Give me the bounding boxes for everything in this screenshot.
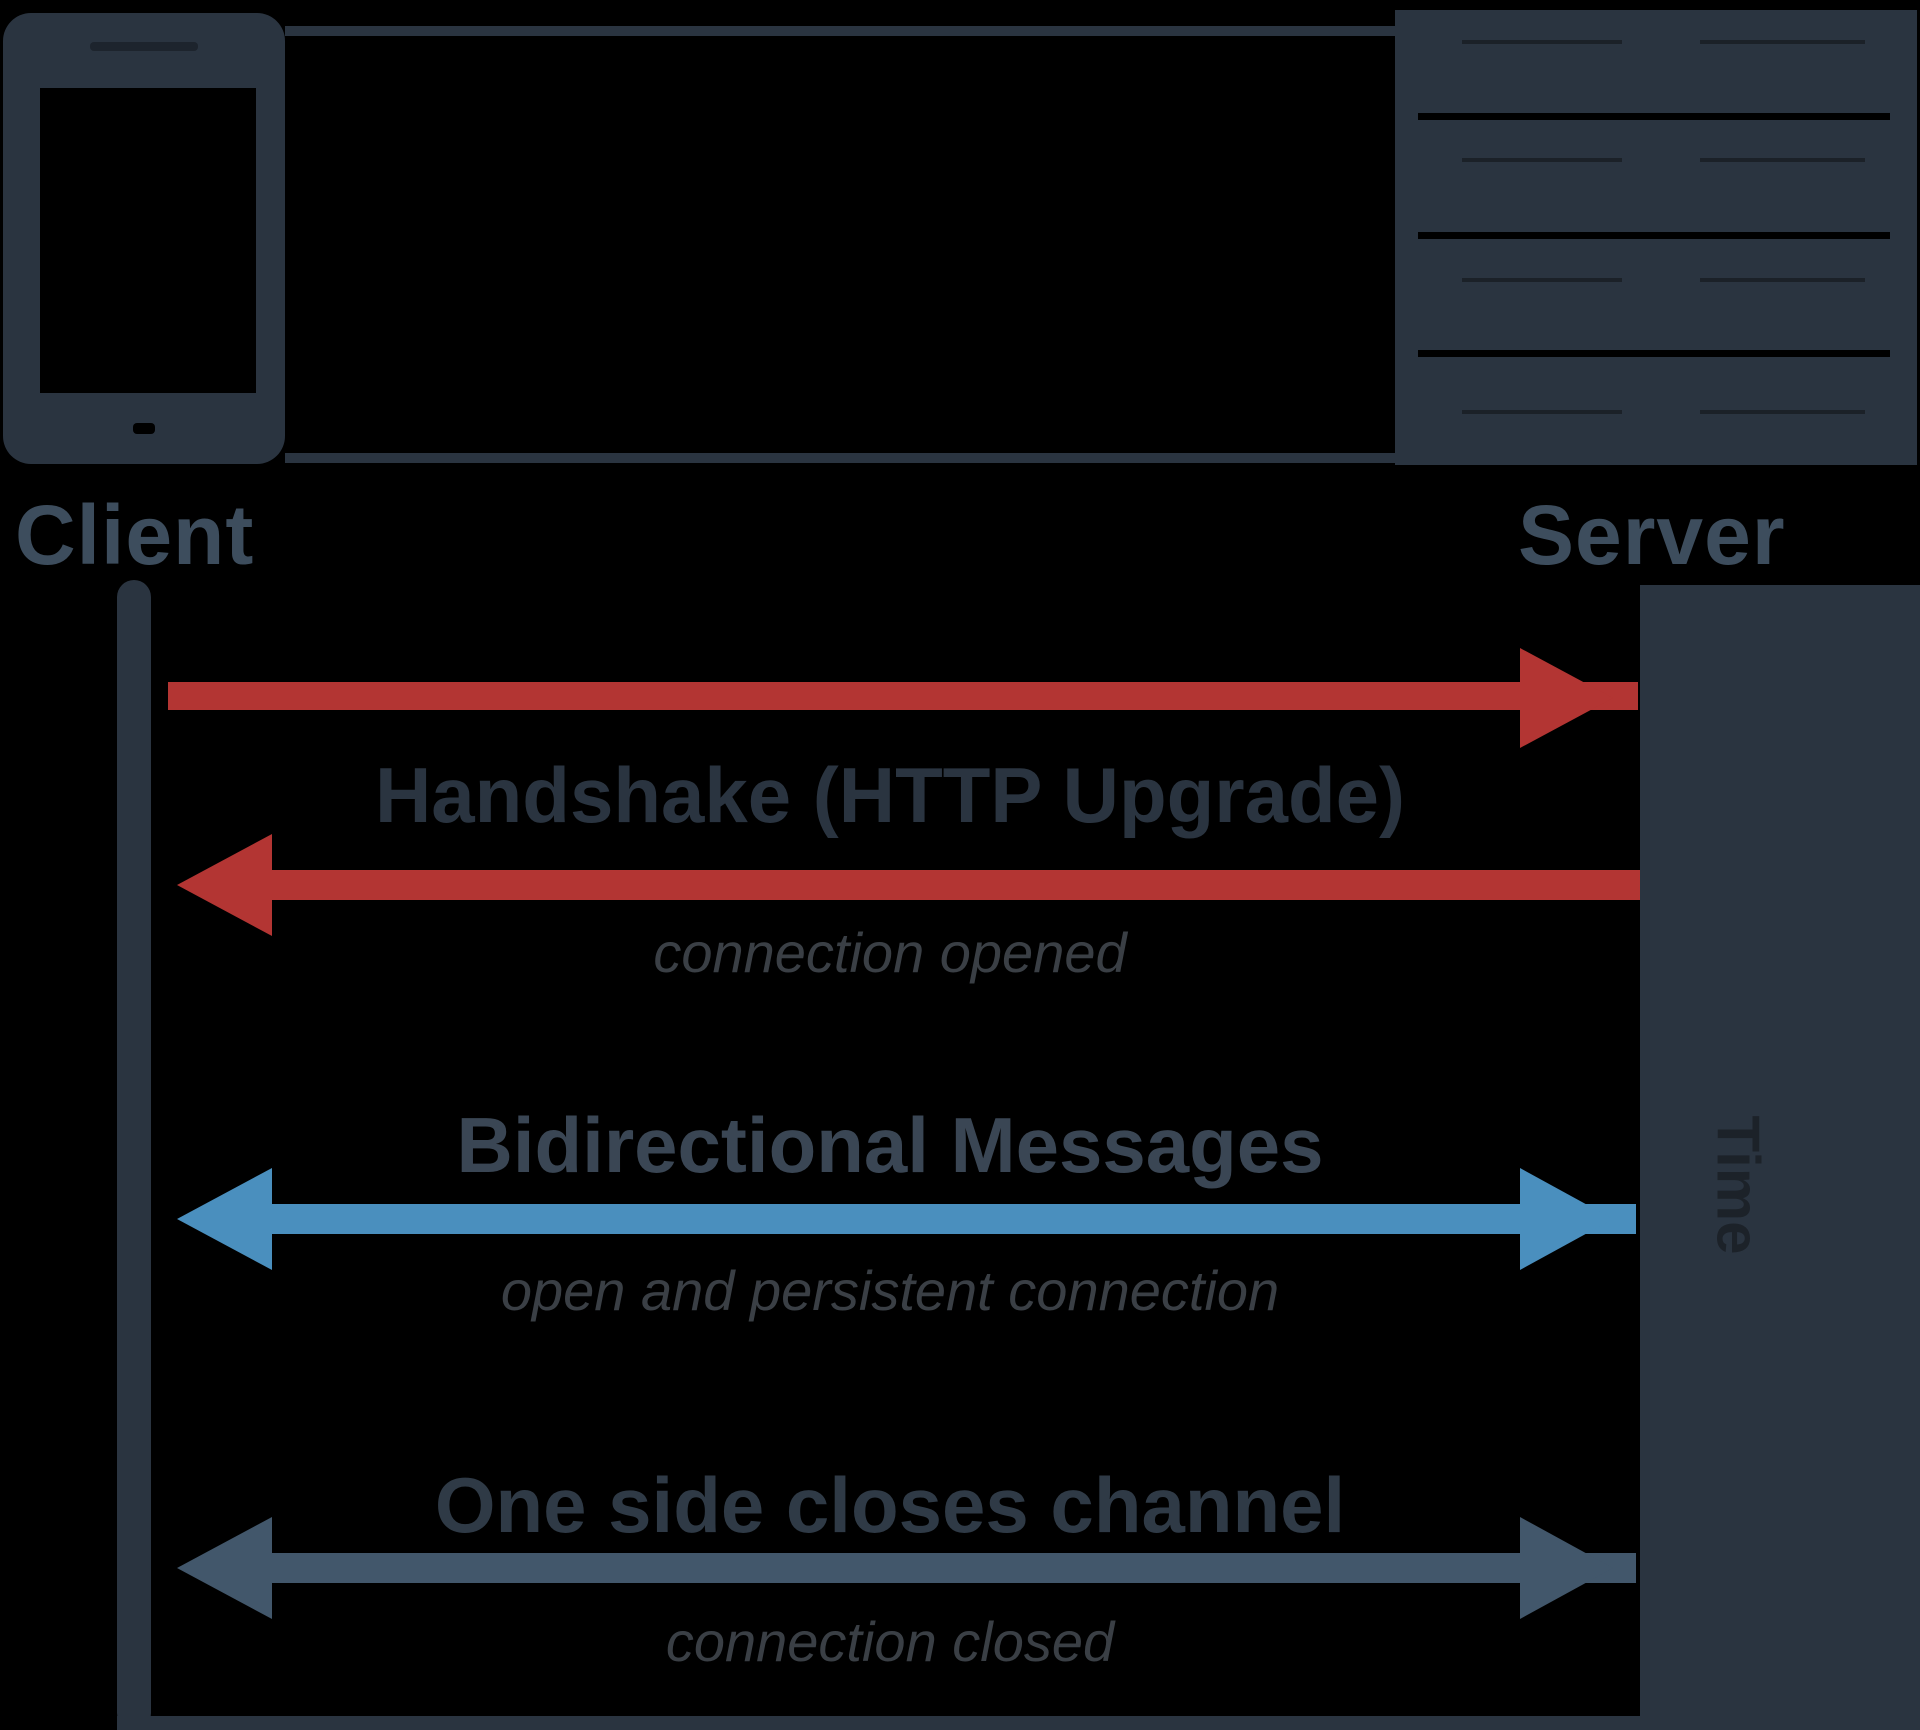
handshake-response-arrow xyxy=(177,834,1640,936)
bottom-frame xyxy=(117,1716,1920,1730)
bidirectional-subtitle: open and persistent connection xyxy=(500,1259,1280,1322)
server-lifeline xyxy=(1640,585,1920,1730)
bidirectional-messages-arrow xyxy=(177,1168,1636,1270)
bidirectional-title: Bidirectional Messages xyxy=(456,1101,1324,1189)
time-axis-label: Time xyxy=(1704,1115,1772,1255)
network-link-frame xyxy=(285,26,1395,463)
handshake-subtitle: connection opened xyxy=(653,921,1127,984)
close-channel-title: One side closes channel xyxy=(434,1461,1346,1549)
close-channel-subtitle: connection closed xyxy=(665,1610,1115,1673)
close-channel-arrow xyxy=(177,1517,1636,1619)
client-lifeline xyxy=(117,580,151,1730)
server-rack-icon xyxy=(1395,10,1917,465)
server-label: Server xyxy=(1518,488,1786,582)
mobile-phone-icon xyxy=(3,13,285,464)
client-label: Client xyxy=(15,488,255,582)
handshake-title: Handshake (HTTP Upgrade) xyxy=(374,751,1406,839)
handshake-request-arrow xyxy=(168,648,1638,748)
